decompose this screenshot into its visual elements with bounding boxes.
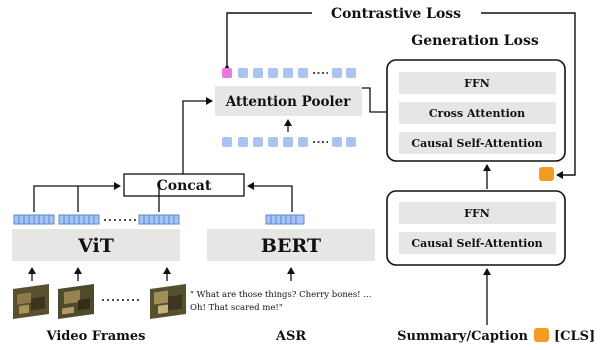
asr-transcript-line1: " What are those things? Cherry bones! .… (190, 290, 371, 300)
cross-attention-label: Cross Attention (429, 107, 525, 120)
query-tokens-bottom (222, 137, 356, 147)
vit-label: ViT (77, 235, 114, 257)
query-token (253, 68, 263, 78)
vit-embedding-strip (138, 214, 180, 225)
bert-embedding-strip (265, 214, 305, 225)
query-token (238, 137, 248, 147)
query-token (268, 68, 278, 78)
query-token (283, 68, 293, 78)
video-frame-thumbnail (150, 283, 186, 319)
ffn-label-bottom: FFN (464, 207, 490, 220)
vit-embedding-strip (58, 214, 100, 225)
query-token (332, 68, 342, 78)
query-token (346, 137, 356, 147)
concat-box (123, 173, 245, 197)
query-tokens-top (222, 68, 356, 78)
query-token (298, 68, 308, 78)
concat-label: Concat (157, 178, 212, 194)
cls-label: [CLS] (554, 329, 595, 344)
query-token (238, 68, 248, 78)
ffn-block-top (399, 72, 556, 94)
generation-loss-label: Generation Loss (411, 33, 539, 49)
query-token (346, 68, 356, 78)
vit-box (12, 229, 180, 261)
bert-label: BERT (261, 235, 321, 257)
asr-transcript-line2: Oh! That scared me!" (190, 303, 283, 313)
cls-output-token (539, 167, 554, 181)
query-token (298, 137, 308, 147)
bert-box (207, 229, 375, 261)
query-token (332, 137, 342, 147)
query-token (253, 137, 263, 147)
query-token (268, 137, 278, 147)
video-frames-label: Video Frames (46, 329, 146, 344)
query-token (283, 137, 293, 147)
query-token (222, 137, 232, 147)
asr-label: ASR (275, 329, 306, 344)
cls-input-token (534, 328, 549, 342)
causal-self-attention-label-top: Causal Self-Attention (411, 137, 542, 150)
attention-pooler-label: Attention Pooler (225, 94, 352, 110)
causal-self-attention-block-bottom (399, 232, 556, 254)
contrastive-loss-connector: Contrastive Loss (223, 6, 576, 179)
video-frame-thumbnail (13, 283, 49, 319)
attention-pooler-box (215, 86, 362, 116)
summary-caption-label: Summary/Caption (397, 329, 528, 344)
cross-attention-block (399, 102, 556, 124)
ffn-block-bottom (399, 202, 556, 224)
vit-embedding-strip (13, 214, 55, 225)
causal-self-attention-label-bottom: Causal Self-Attention (411, 237, 542, 250)
cls-query-token (222, 68, 232, 78)
video-frame-thumbnail (58, 283, 94, 319)
ffn-label-top: FFN (464, 77, 490, 90)
causal-self-attention-block-top (399, 132, 556, 154)
contrastive-loss-label: Contrastive Loss (331, 6, 461, 22)
